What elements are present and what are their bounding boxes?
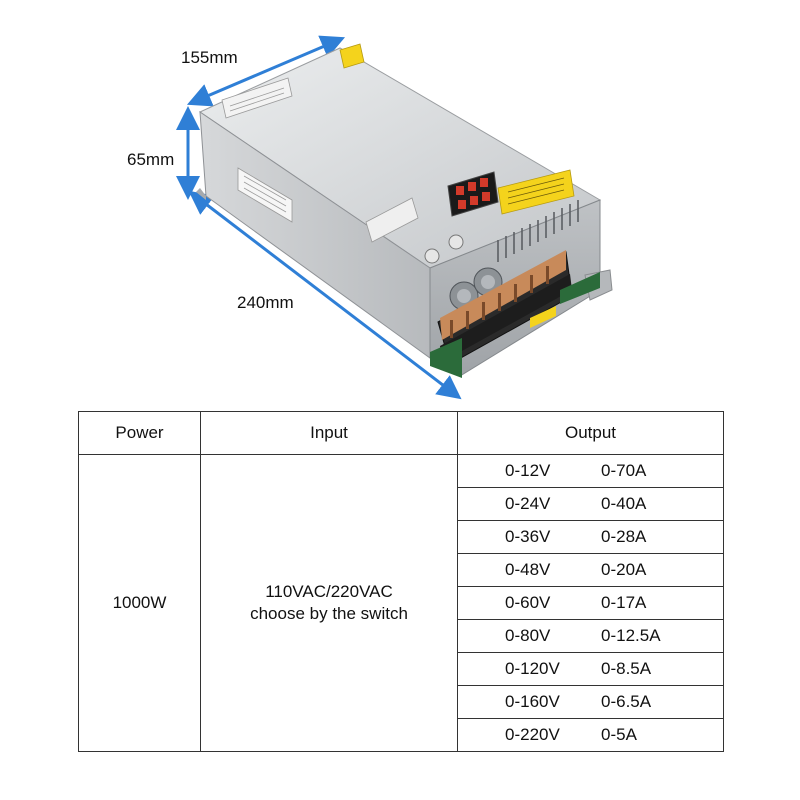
- output-voltage: 0-80V: [505, 626, 551, 645]
- header-output: Output: [457, 411, 724, 455]
- side-label: [237, 167, 293, 223]
- output-cell: 0-12V 0-70A: [457, 454, 724, 488]
- output-current: 0-8.5A: [601, 659, 652, 678]
- output-cell: 0-24V 0-40A: [457, 487, 724, 521]
- output-voltage: 0-60V: [505, 593, 551, 612]
- output-cell: 0-36V 0-28A: [457, 520, 724, 554]
- output-cell: 0-60V 0-17A: [457, 586, 724, 620]
- output-voltage: 0-120V: [505, 659, 560, 678]
- table-row: 0-36V 0-28A: [79, 520, 724, 554]
- case-flange: [196, 188, 206, 200]
- output-current: 0-20A: [601, 560, 647, 579]
- input-line: 110VAC/220VAC: [265, 582, 393, 601]
- output-cell: 0-160V 0-6.5A: [457, 685, 724, 719]
- table-row: 0-80V 0-12.5A: [79, 619, 724, 653]
- dimension-arrow: [188, 190, 462, 400]
- output-current: 0-17A: [601, 593, 647, 612]
- digital-display-icon: [447, 171, 499, 217]
- side-label: [365, 197, 419, 243]
- output-current: 0-12.5A: [601, 626, 661, 645]
- front-warning-label: [497, 169, 575, 215]
- table-row: 1000W 110VAC/220VAC choose by the switch…: [78, 454, 724, 752]
- output-cell: 0-48V 0-20A: [457, 553, 724, 587]
- dimension-arrow: [186, 35, 346, 107]
- output-current: 0-70A: [601, 461, 647, 480]
- output-voltage: 0-12V: [505, 461, 551, 480]
- spec-table: Power Input Output 1000W 110VAC/220VAC c…: [78, 411, 724, 752]
- output-current: 0-40A: [601, 494, 647, 513]
- table-row: 0-24V 0-40A: [79, 487, 724, 521]
- output-cell: 0-120V 0-8.5A: [457, 652, 724, 686]
- output-voltage: 0-160V: [505, 692, 560, 711]
- table-row: 0-160V 0-6.5A: [79, 685, 724, 719]
- output-cell: 0-80V 0-12.5A: [457, 619, 724, 653]
- length-dimension-label: 240mm: [237, 293, 294, 312]
- output-voltage: 0-48V: [505, 560, 551, 579]
- warning-label: [339, 43, 365, 69]
- header-input: Input: [200, 411, 458, 455]
- power-supply-illustration: [176, 35, 613, 400]
- table-header-row: Power Input Output: [78, 411, 724, 455]
- output-voltage: 0-24V: [505, 494, 551, 513]
- output-current: 0-5A: [601, 725, 637, 744]
- output-voltage: 0-220V: [505, 725, 560, 744]
- table-row: 0-220V 0-5A: [79, 718, 724, 752]
- input-line: choose by the switch: [250, 604, 408, 623]
- height-dimension-label: 65mm: [127, 150, 175, 169]
- output-cell: 0-220V 0-5A: [457, 718, 724, 752]
- table-row: 0-120V 0-8.5A: [79, 652, 724, 686]
- output-current: 0-28A: [601, 527, 647, 546]
- table-row: 0-48V 0-20A: [79, 553, 724, 587]
- power-value: 1000W: [78, 454, 201, 752]
- input-value: 110VAC/220VAC choose by the switch: [200, 454, 458, 752]
- output-voltage: 0-36V: [505, 527, 551, 546]
- terminal-block-icon: [430, 250, 600, 378]
- output-current: 0-6.5A: [601, 692, 652, 711]
- header-power: Power: [78, 411, 201, 455]
- width-dimension-label: 155mm: [181, 48, 238, 67]
